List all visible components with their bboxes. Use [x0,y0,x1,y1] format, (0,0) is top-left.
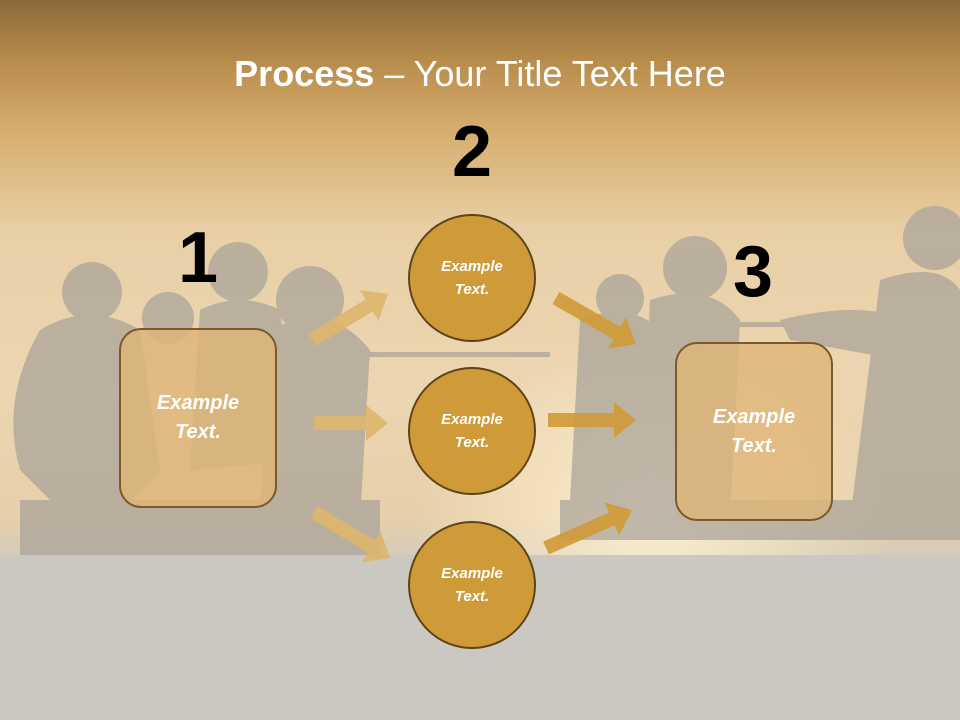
title-bold: Process [234,53,375,94]
step-2-circle-bottom[interactable]: Example Text. [408,521,536,649]
step-number-2: 2 [451,112,493,192]
step-1-text-line2: Text. [175,421,221,443]
step-number-1: 1 [177,218,219,298]
step-2-circle-top[interactable]: Example Text. [408,214,536,342]
step-number-3: 3 [732,232,774,312]
circle-bottom-text-line1: Example [441,565,503,582]
arrow-box1-to-circle-middle [314,405,388,441]
title-rest: – Your Title Text Here [374,53,726,94]
arrow-box1-to-circle-top [308,289,389,346]
arrow-box1-to-circle-bottom [310,506,391,563]
arrow-circle-bottom-to-box3 [543,502,632,555]
arrow-circle-middle-to-box3 [548,402,636,438]
circle-top-text-line1: Example [441,258,503,275]
step-2-circle-middle[interactable]: Example Text. [408,367,536,495]
circle-bottom-text-line2: Text. [454,588,490,605]
step-1-box[interactable]: Example Text. [119,328,277,508]
step-3-text-line1: Example [712,405,796,428]
step-3-box[interactable]: Example Text. [675,342,833,521]
step-1-text-line1: Example [156,392,240,414]
circle-middle-text-line1: Example [441,411,503,428]
circle-top-text-line2: Text. [454,281,490,298]
step-3-text-line2: Text. [731,434,777,457]
arrow-circle-top-to-box3 [552,291,636,349]
slide-title: Process – Your Title Text Here [0,52,960,96]
circle-middle-text-line2: Text. [454,434,490,451]
